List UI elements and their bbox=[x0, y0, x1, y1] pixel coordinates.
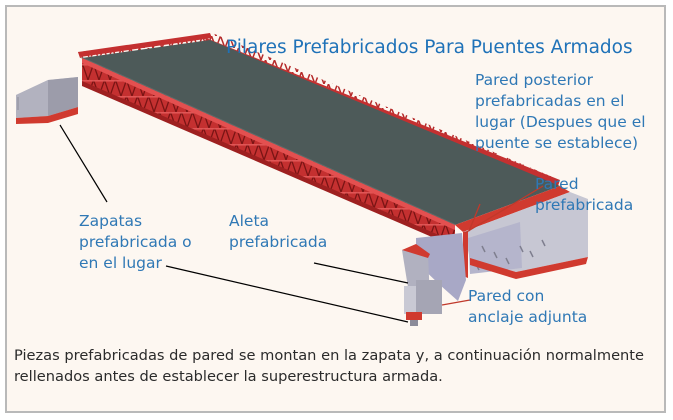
bridge-deck bbox=[82, 40, 560, 225]
right-abutment bbox=[402, 192, 588, 326]
label-precast-wall: Pared prefabricada bbox=[535, 175, 634, 214]
caption-text: Piezas prefabricadas de pared se montan … bbox=[14, 347, 644, 385]
label-footings: Zapatas prefabricada o en el lugar bbox=[79, 212, 192, 272]
diagram-title: Pilares Prefabricados Para Puentes Armad… bbox=[226, 37, 633, 58]
label-anchored-wall: Pared con anclaje adjunta bbox=[468, 287, 588, 326]
label-wingwall: Aleta prefabricada bbox=[229, 212, 328, 251]
label-backwall: Pared posterior prefabricadas en el luga… bbox=[475, 71, 646, 152]
leader-lines bbox=[59, 124, 544, 323]
left-abutment bbox=[16, 77, 78, 124]
